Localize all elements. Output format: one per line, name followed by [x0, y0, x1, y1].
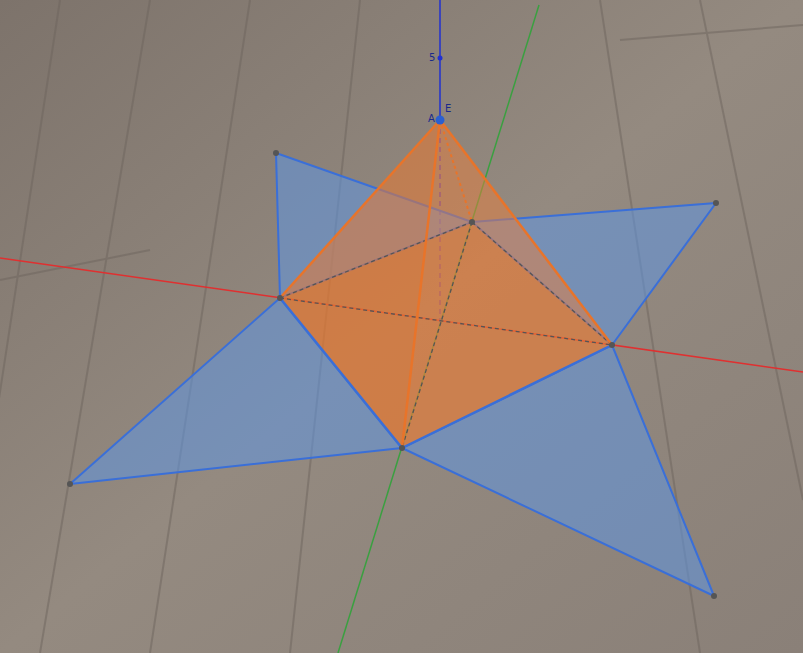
point-label: E	[445, 104, 451, 114]
axis-ticks	[438, 56, 443, 61]
pyramid	[277, 116, 615, 452]
point-label: A	[428, 114, 435, 124]
point-label: 5	[429, 53, 435, 63]
